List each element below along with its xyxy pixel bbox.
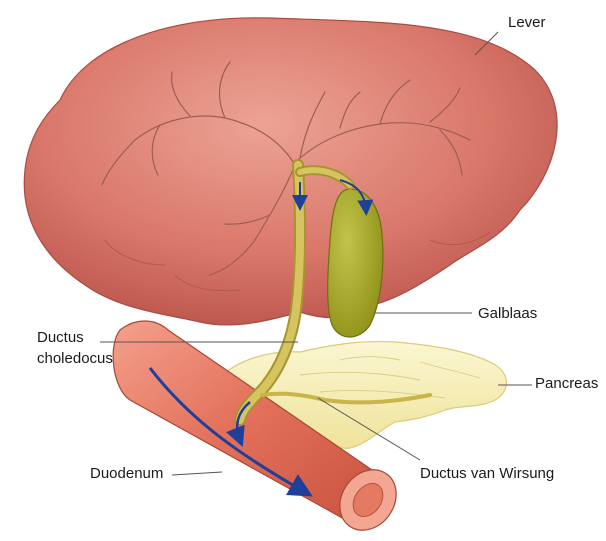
duodenum-leader-line xyxy=(172,472,222,475)
pancreas-label: Pancreas xyxy=(535,375,598,392)
gallbladder-label: Galblaas xyxy=(478,305,537,322)
common-bile-duct-label-line2: choledocus xyxy=(37,350,113,367)
gallbladder-shape xyxy=(328,189,383,337)
duodenum-label: Duodenum xyxy=(90,465,163,482)
pancreatic-duct-label: Ductus van Wirsung xyxy=(420,465,554,482)
liver-label: Lever xyxy=(508,14,546,31)
liver-shape xyxy=(24,18,557,325)
common-bile-duct-label-line1: Ductus xyxy=(37,329,84,346)
